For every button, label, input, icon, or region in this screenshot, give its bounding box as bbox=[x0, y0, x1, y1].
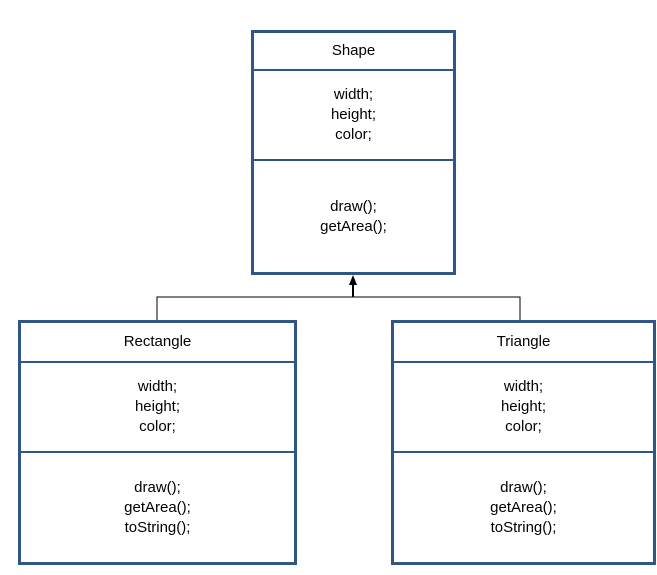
rectangle-methods-section: draw(); getArea(); toString(); bbox=[21, 451, 294, 562]
shape-methods-section: draw(); getArea(); bbox=[254, 159, 453, 272]
shape-class-name-section: Shape bbox=[254, 33, 453, 69]
rectangle-attributes-section: width; height; color; bbox=[21, 361, 294, 451]
triangle-method: toString(); bbox=[490, 518, 557, 536]
shape-method: getArea(); bbox=[320, 217, 387, 235]
rectangle-attribute: height; bbox=[134, 398, 181, 415]
shape-attributes-section: width; height; color; bbox=[254, 69, 453, 159]
shape-class-box: Shape width; height; color; draw(); getA… bbox=[251, 30, 456, 275]
shape-attribute: color; bbox=[335, 126, 372, 143]
rectangle-inheritance-line bbox=[156, 296, 353, 320]
triangle-attributes-section: width; height; color; bbox=[394, 361, 653, 451]
triangle-attribute: color; bbox=[505, 418, 542, 435]
triangle-class-name-section: Triangle bbox=[394, 323, 653, 361]
shape-attribute: width; bbox=[333, 86, 374, 103]
rectangle-method: draw(); bbox=[134, 478, 181, 496]
inheritance-arrowhead bbox=[349, 275, 357, 285]
triangle-class-box: Triangle width; height; color; draw(); g… bbox=[391, 320, 656, 565]
shape-class-name: Shape bbox=[331, 42, 376, 59]
rectangle-method: getArea(); bbox=[124, 498, 191, 516]
triangle-attribute: width; bbox=[503, 378, 544, 395]
triangle-methods-section: draw(); getArea(); toString(); bbox=[394, 451, 653, 562]
rectangle-attribute: width; bbox=[137, 378, 178, 395]
triangle-class-name: Triangle bbox=[496, 333, 551, 350]
rectangle-attribute: color; bbox=[139, 418, 176, 435]
triangle-method: draw(); bbox=[500, 478, 547, 496]
triangle-method: getArea(); bbox=[490, 498, 557, 516]
rectangle-class-name-section: Rectangle bbox=[21, 323, 294, 361]
shape-method: draw(); bbox=[330, 197, 377, 215]
triangle-attribute: height; bbox=[500, 398, 547, 415]
rectangle-class-name: Rectangle bbox=[123, 333, 192, 350]
shape-attribute: height; bbox=[330, 106, 377, 123]
rectangle-method: toString(); bbox=[124, 518, 191, 536]
rectangle-class-box: Rectangle width; height; color; draw(); … bbox=[18, 320, 297, 565]
triangle-inheritance-line bbox=[353, 296, 521, 320]
